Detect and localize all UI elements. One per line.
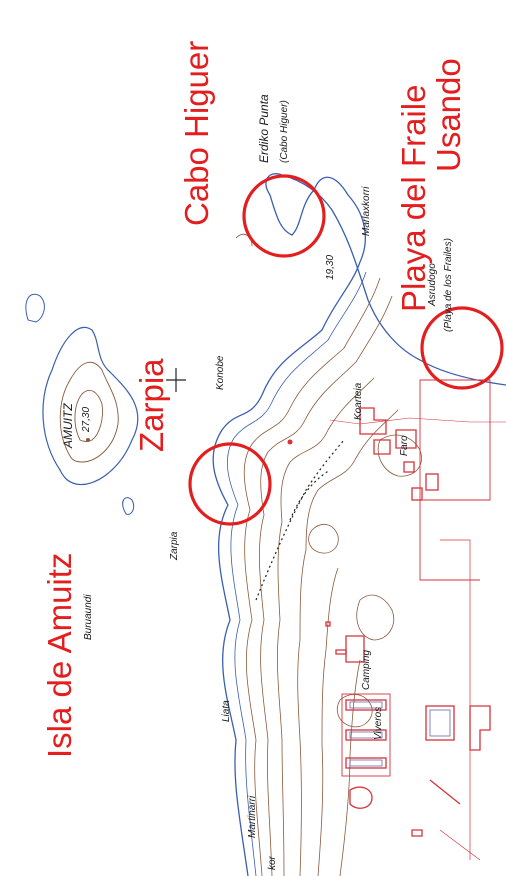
- label-martinarri: Martinarri: [247, 795, 258, 838]
- island-amuitz: [25, 293, 139, 515]
- circle-zarpia: [188, 442, 272, 526]
- circle-cabo-higuer: [242, 174, 326, 258]
- dotted-paths: [255, 439, 345, 601]
- annotation-usando: Usando: [430, 58, 467, 172]
- coastline: [212, 173, 506, 876]
- label-koarteia: Koarteia: [353, 382, 364, 420]
- label-cabo-higuer-paren: (Cabo Higuer): [279, 100, 290, 163]
- label-erdiko-punta: Erdiko Punta: [257, 94, 271, 163]
- annotation-playa-del-fraile: Playa del Fraile: [395, 84, 432, 312]
- label-amuitz: AMUITZ: [61, 403, 75, 448]
- summit-marker: [86, 438, 90, 442]
- point-marker: [287, 439, 293, 445]
- annotation-cabo-higuer: Cabo Higuer: [178, 40, 215, 226]
- label-marlaxkorri: Marlaxkorri: [361, 186, 372, 236]
- label-kor: kor: [267, 856, 278, 870]
- contour-lines: [235, 233, 422, 876]
- coastline-inner: [227, 271, 367, 876]
- annotation-isla-de-amuitz: Isla de Amuitz: [41, 552, 78, 758]
- label-liata: Liata: [221, 700, 232, 722]
- label-konobe: Konobe: [215, 355, 226, 390]
- label-camping: Camping: [361, 649, 372, 690]
- annotation-zarpia: Zarpia: [133, 358, 170, 452]
- buildings: [325, 379, 506, 861]
- label-viveros: Viveros: [373, 706, 384, 740]
- circle-playa-del-fraile: [420, 306, 504, 390]
- label-elev-2730: 27,30: [81, 406, 92, 432]
- label-elev-1930: 19,30: [325, 254, 336, 280]
- label-playa-de-los-frailes: (Playa de los Frailes): [443, 238, 454, 332]
- camping-tents: [349, 701, 451, 767]
- zarpia-cross-marker: [166, 368, 186, 392]
- label-zarpia: Zarpia: [169, 531, 180, 560]
- label-faro: Faro: [399, 435, 410, 456]
- annotation-circles: [188, 174, 504, 526]
- label-asrudogo: Asrudogo: [427, 263, 438, 306]
- label-buruaundi: Buruaundi: [83, 594, 94, 640]
